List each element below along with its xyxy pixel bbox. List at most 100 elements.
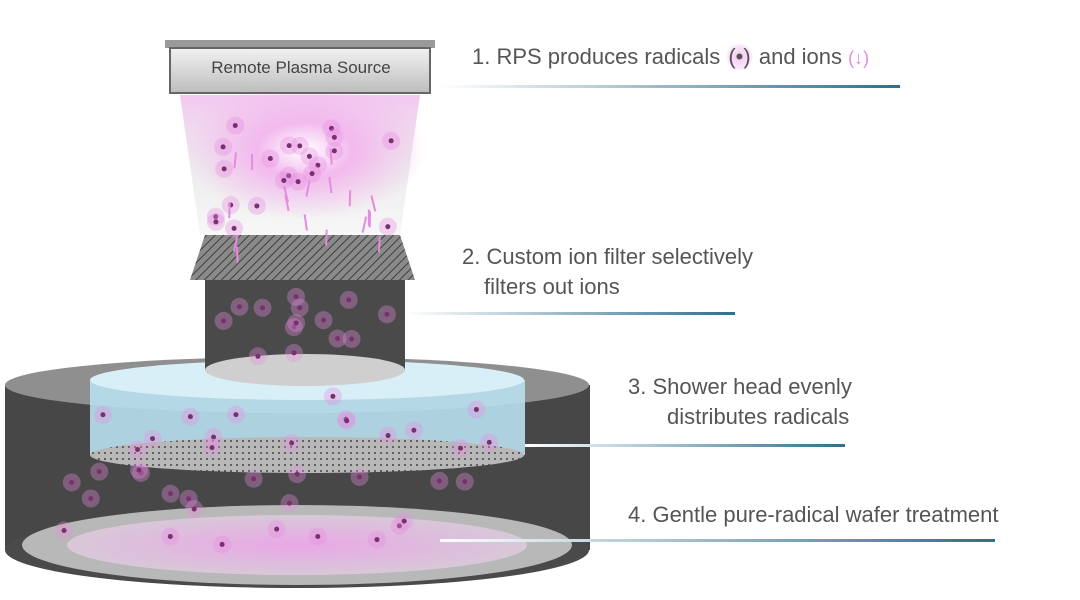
step-3-line-2: distributes radicals bbox=[667, 404, 850, 429]
ion-symbol-icon: (↓) bbox=[848, 48, 870, 68]
radical-particle bbox=[286, 173, 292, 179]
filter-chamber bbox=[205, 280, 405, 386]
ion-particle bbox=[283, 185, 289, 203]
step-4-label: 4. Gentle pure-radical wafer treatment bbox=[628, 502, 999, 527]
radical-particle bbox=[331, 148, 337, 154]
radical-particle bbox=[289, 440, 295, 446]
particles bbox=[55, 116, 499, 554]
radical-particle bbox=[293, 320, 299, 326]
radical-particle bbox=[150, 436, 156, 442]
radical-particle bbox=[297, 305, 303, 311]
ion-particle bbox=[303, 214, 308, 231]
step-2-line-2: filters out ions bbox=[484, 274, 620, 299]
radical-particle bbox=[281, 178, 287, 184]
radical-particle bbox=[291, 350, 297, 356]
remote-plasma-source bbox=[165, 40, 435, 94]
radical-particle bbox=[191, 506, 197, 512]
wafer bbox=[67, 515, 527, 575]
radical-particle bbox=[396, 523, 402, 529]
radical-particle bbox=[211, 434, 217, 440]
radical-particle bbox=[315, 162, 321, 168]
radical-particle bbox=[254, 203, 260, 209]
radical-particle bbox=[232, 123, 238, 129]
ion-particle bbox=[329, 148, 333, 165]
radical-particle bbox=[233, 412, 239, 418]
ion-particle bbox=[233, 235, 239, 252]
radical-particle bbox=[209, 445, 215, 451]
radical-particle bbox=[306, 153, 312, 159]
plasma-glow bbox=[185, 80, 425, 220]
leader-line-1 bbox=[440, 85, 900, 88]
radical-particle bbox=[274, 526, 280, 532]
shower-head-perforations bbox=[90, 437, 524, 473]
radical-particle bbox=[486, 439, 492, 445]
radical-particle bbox=[219, 541, 225, 547]
radical-particle bbox=[384, 311, 390, 317]
radical-particle bbox=[136, 467, 142, 473]
step-3-line-1: 3. Shower head evenly bbox=[628, 374, 852, 399]
leader-line-4 bbox=[440, 539, 995, 542]
radical-particle bbox=[168, 491, 174, 497]
step-1-label: 1. RPS produces radicals (•) and ions (↓… bbox=[472, 44, 869, 70]
radical-particle bbox=[357, 474, 363, 480]
radical-particle bbox=[321, 317, 327, 323]
radical-particle bbox=[186, 496, 192, 502]
radical-particle bbox=[167, 533, 173, 539]
radical-particle bbox=[388, 138, 394, 144]
radical-symbol-icon: (•) bbox=[726, 44, 753, 70]
rps-label: Remote Plasma Source bbox=[211, 58, 391, 77]
radical-particle bbox=[374, 537, 380, 543]
ion-filter bbox=[190, 235, 415, 280]
radical-particle bbox=[213, 214, 219, 220]
radical-particle bbox=[221, 166, 227, 172]
radical-particle bbox=[88, 495, 94, 501]
radical-particle bbox=[411, 427, 417, 433]
radical-particle bbox=[220, 144, 226, 150]
radical-particle bbox=[330, 393, 336, 399]
radical-particle bbox=[385, 433, 391, 439]
radical-particle bbox=[221, 318, 227, 324]
ion-particle bbox=[233, 152, 237, 169]
radical-particle bbox=[346, 297, 352, 303]
radical-particle bbox=[331, 134, 337, 140]
radical-particle bbox=[187, 414, 193, 420]
ion-particle bbox=[361, 216, 368, 233]
radical-particle bbox=[344, 418, 350, 424]
radical-particle bbox=[255, 353, 261, 359]
radical-particle bbox=[436, 478, 442, 484]
radical-particle bbox=[231, 225, 237, 231]
radical-particle bbox=[100, 412, 106, 418]
leader-line-3 bbox=[525, 444, 845, 447]
radical-particle bbox=[328, 125, 334, 131]
step-1-text: 1. RPS produces radicals bbox=[472, 44, 721, 69]
radical-particle bbox=[251, 476, 257, 482]
radical-particle bbox=[236, 304, 242, 310]
ion-particle bbox=[370, 195, 377, 212]
radical-particle bbox=[286, 500, 292, 506]
radical-particle bbox=[401, 518, 407, 524]
radical-particle bbox=[473, 407, 479, 413]
radical-particle bbox=[309, 171, 315, 177]
ion-particle bbox=[378, 236, 381, 253]
radical-particle bbox=[213, 219, 219, 225]
radical-particle bbox=[293, 294, 299, 300]
step-2-line-1: 2. Custom ion filter selectively bbox=[462, 244, 753, 269]
radical-particle bbox=[286, 143, 292, 149]
radical-particle bbox=[349, 336, 355, 342]
leader-line-2 bbox=[405, 312, 735, 315]
radical-particle bbox=[291, 324, 297, 330]
radical-particle bbox=[267, 156, 273, 162]
radical-particle bbox=[295, 179, 301, 185]
radical-particle bbox=[335, 336, 341, 342]
radical-particle bbox=[458, 445, 464, 451]
radical-particle bbox=[61, 528, 67, 534]
ion-particle bbox=[305, 180, 311, 197]
radical-particle bbox=[462, 479, 468, 485]
radical-particle bbox=[297, 143, 303, 149]
radical-particle bbox=[96, 469, 102, 475]
ion-particle bbox=[328, 176, 333, 194]
radical-particle bbox=[260, 305, 266, 311]
radical-particle bbox=[135, 446, 141, 452]
